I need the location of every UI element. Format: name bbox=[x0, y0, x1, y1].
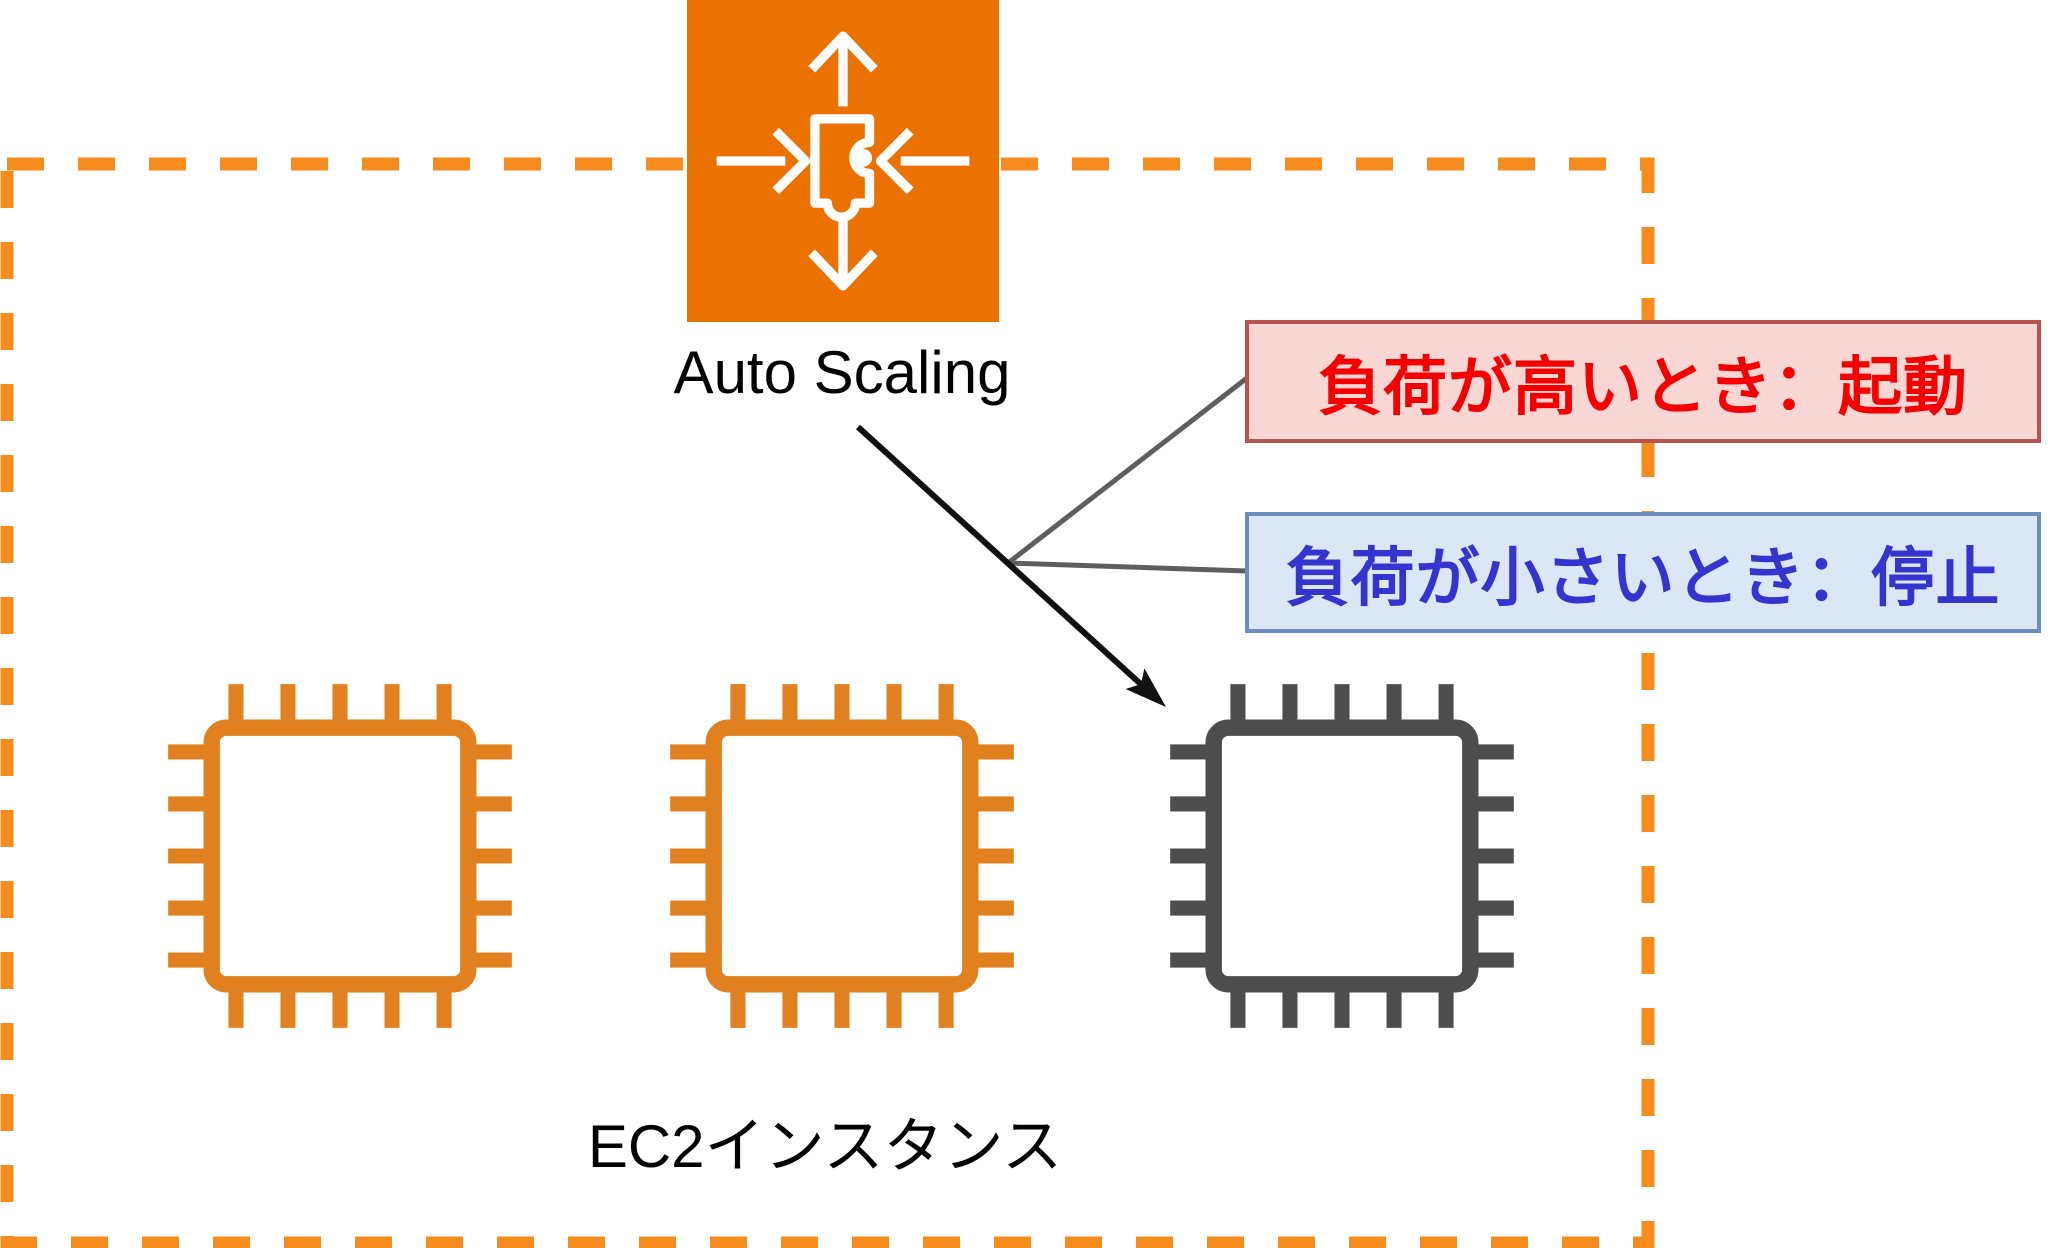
microchip-icon bbox=[160, 676, 520, 1036]
ec2-instance-2 bbox=[662, 676, 1022, 1036]
arrow-inward-left-icon bbox=[716, 127, 811, 195]
scaling-arrow-head bbox=[1125, 668, 1166, 707]
scaling-arrow-shaft bbox=[855, 424, 1147, 690]
ec2-instance-1 bbox=[160, 676, 520, 1036]
callout-line-low-load bbox=[1007, 560, 1248, 574]
arrow-up-icon bbox=[808, 31, 878, 107]
auto-scaling-label: Auto Scaling bbox=[673, 339, 1011, 406]
arrow-inward-right-icon bbox=[875, 127, 970, 195]
puzzle-piece-icon bbox=[810, 114, 875, 222]
microchip-icon bbox=[1162, 676, 1522, 1036]
puzzle-knob bbox=[854, 149, 873, 167]
ec2-instance-3 bbox=[1162, 676, 1522, 1036]
high-load-callout: 負荷が高いとき：起動 bbox=[1245, 320, 2041, 443]
arrow-down-icon bbox=[808, 215, 878, 291]
ec2-group-label: EC2インスタンス bbox=[587, 1113, 1063, 1180]
high-load-callout-text: 負荷が高いとき：起動 bbox=[1318, 350, 1968, 423]
microchip-icon bbox=[662, 676, 1022, 1036]
auto-scaling-icon bbox=[687, 0, 999, 322]
low-load-callout: 負荷が小さいとき：停止 bbox=[1245, 512, 2041, 633]
auto-scaling-icon-glyph bbox=[716, 31, 970, 291]
low-load-callout-text: 負荷が小さいとき：停止 bbox=[1285, 541, 2001, 614]
